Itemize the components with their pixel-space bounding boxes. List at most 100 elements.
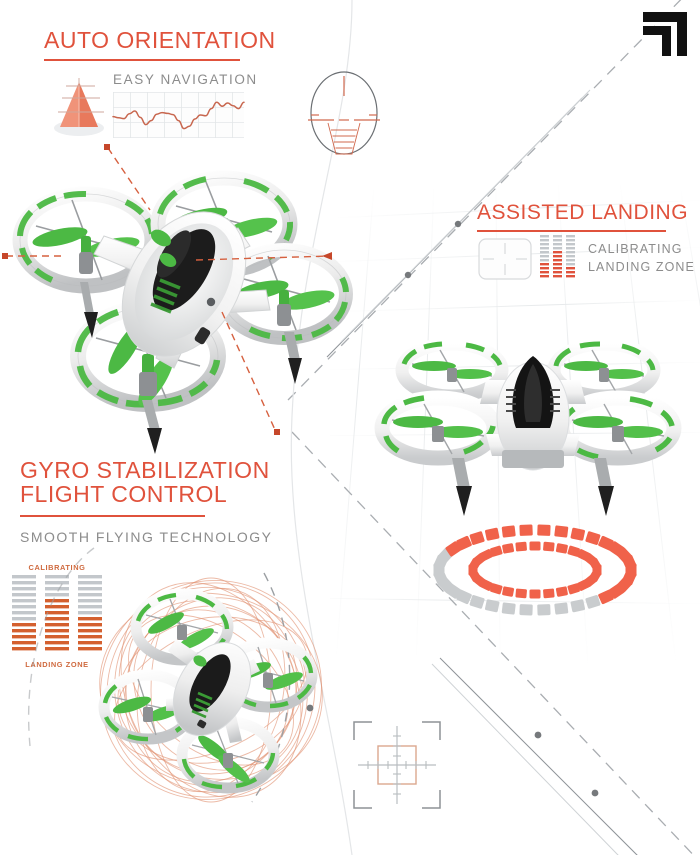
equalizer-bar: [78, 599, 102, 603]
landing-zone-segment: [456, 535, 472, 551]
equalizer-bar: [553, 271, 562, 274]
landing-zone-segment: [567, 583, 580, 595]
measurement-callouts: [2, 144, 332, 435]
landing-zone-rings: [433, 524, 637, 616]
equalizer-bar: [566, 275, 575, 278]
equalizer-bar: [78, 587, 102, 591]
guide-node-dot: [591, 789, 599, 797]
equalizer-bar: [566, 263, 575, 266]
equalizer-bar: [553, 239, 562, 242]
orbit-ring: [124, 597, 298, 783]
title-underline: [44, 59, 240, 62]
equalizer-bar: [45, 605, 69, 609]
equalizer-bar: [45, 587, 69, 591]
equalizer-bar: [12, 593, 36, 597]
landing-zone-segment: [567, 545, 580, 557]
landing-zone-segment: [515, 588, 527, 599]
equalizer-bar: [12, 647, 36, 651]
landing-zone-segment: [445, 541, 462, 557]
equalizer-bar: [540, 263, 549, 266]
landing-zone-segment: [501, 602, 516, 615]
equalizer-bar: [45, 593, 69, 597]
landing-zone-segment: [598, 535, 614, 551]
landing-zone-segment: [515, 541, 527, 552]
equalizer-bar: [78, 623, 102, 627]
landing-pad-icon: [478, 238, 532, 280]
drone-fuselage: [121, 211, 247, 357]
landing-zone-segment: [622, 554, 637, 571]
equalizer-bar: [45, 635, 69, 639]
guide-node-dot: [534, 731, 542, 739]
equalizer-bar: [45, 575, 69, 579]
equalizer-bar: [78, 635, 102, 639]
equalizer-bar: [45, 611, 69, 615]
guide-dashed-upper: [287, 0, 682, 401]
landing-zone-segment: [577, 579, 590, 591]
equalizer-bar: [566, 255, 575, 258]
landing-zone-segment: [585, 595, 601, 609]
equalizer-bar: [540, 255, 549, 258]
assisted-landing-title: ASSISTED LANDING: [477, 201, 689, 224]
drone-front-hover: [374, 337, 682, 516]
landing-zone-segment: [469, 595, 485, 609]
equalizer-bar: [12, 575, 36, 579]
equalizer-bar: [553, 263, 562, 266]
focus-crosshair-icon: [353, 721, 441, 809]
landing-zone-segment: [589, 558, 602, 572]
landing-zone-segment: [469, 531, 485, 545]
equalizer-bar: [12, 611, 36, 615]
landing-zone-segment: [502, 586, 515, 597]
equalizer-bar: [12, 623, 36, 627]
equalizer-bar: [12, 605, 36, 609]
landing-zone-segment: [501, 525, 516, 538]
landing-zone-segment: [554, 525, 569, 538]
landing-zone-segment: [570, 599, 586, 613]
landing-zone-segment: [480, 549, 493, 561]
equalizer-bar: [78, 641, 102, 645]
equalizer-bar: [566, 235, 575, 238]
equalizer-bar: [45, 581, 69, 585]
equalizer-bar: [12, 635, 36, 639]
landing-legs: [80, 282, 302, 454]
equalizer-bar: [553, 267, 562, 270]
center-divider-curve: [290, 0, 353, 855]
guide-node-dot: [404, 271, 412, 279]
brand-logo[interactable]: [641, 8, 691, 58]
auto-orientation-title: AUTO ORIENTATION: [44, 27, 276, 53]
assisted-landing-caption: CALIBRATING LANDING ZONE: [588, 242, 695, 275]
equalizer-bar: [566, 243, 575, 246]
equalizer-bar: [78, 575, 102, 579]
landing-zone-segment: [598, 589, 614, 605]
equalizer-bar: [45, 641, 69, 645]
equalizer-bar: [540, 275, 549, 278]
landing-zone-segment: [608, 583, 625, 599]
gyro-calibration-equalizer: CALIBRATING LANDING ZONE: [12, 563, 102, 669]
callout-endpoint: [104, 144, 110, 150]
equalizer-bar: [12, 599, 36, 603]
equalizer-bar: [540, 247, 549, 250]
equalizer-bar: [566, 267, 575, 270]
equalizer-bar: [540, 243, 549, 246]
equalizer-bar: [12, 587, 36, 591]
equalizer-bar: [45, 647, 69, 651]
equalizer-bar: [12, 581, 36, 585]
landing-zone-segment: [570, 527, 586, 541]
landing-zone-segment: [484, 527, 500, 541]
equalizer-bar: [553, 259, 562, 262]
landing-zone-segment: [456, 589, 472, 605]
equalizer-label-top: CALIBRATING: [28, 563, 86, 572]
beacon-cone-icon: [54, 78, 104, 136]
equalizer-bar: [45, 599, 69, 603]
drone-gyro-orbit: [98, 588, 318, 794]
auto-orientation-subtitle: EASY NAVIGATION: [113, 72, 258, 87]
landing-zone-segment: [555, 586, 568, 597]
equalizer-bar: [78, 647, 102, 651]
equalizer-bar: [553, 247, 562, 250]
landing-zone-segment: [519, 524, 533, 536]
landing-zone-segment: [529, 541, 541, 551]
equalizer-bar: [540, 251, 549, 254]
landing-zone-segment: [537, 524, 551, 536]
equalizer-bar: [78, 581, 102, 585]
equalizer-bar: [45, 629, 69, 633]
